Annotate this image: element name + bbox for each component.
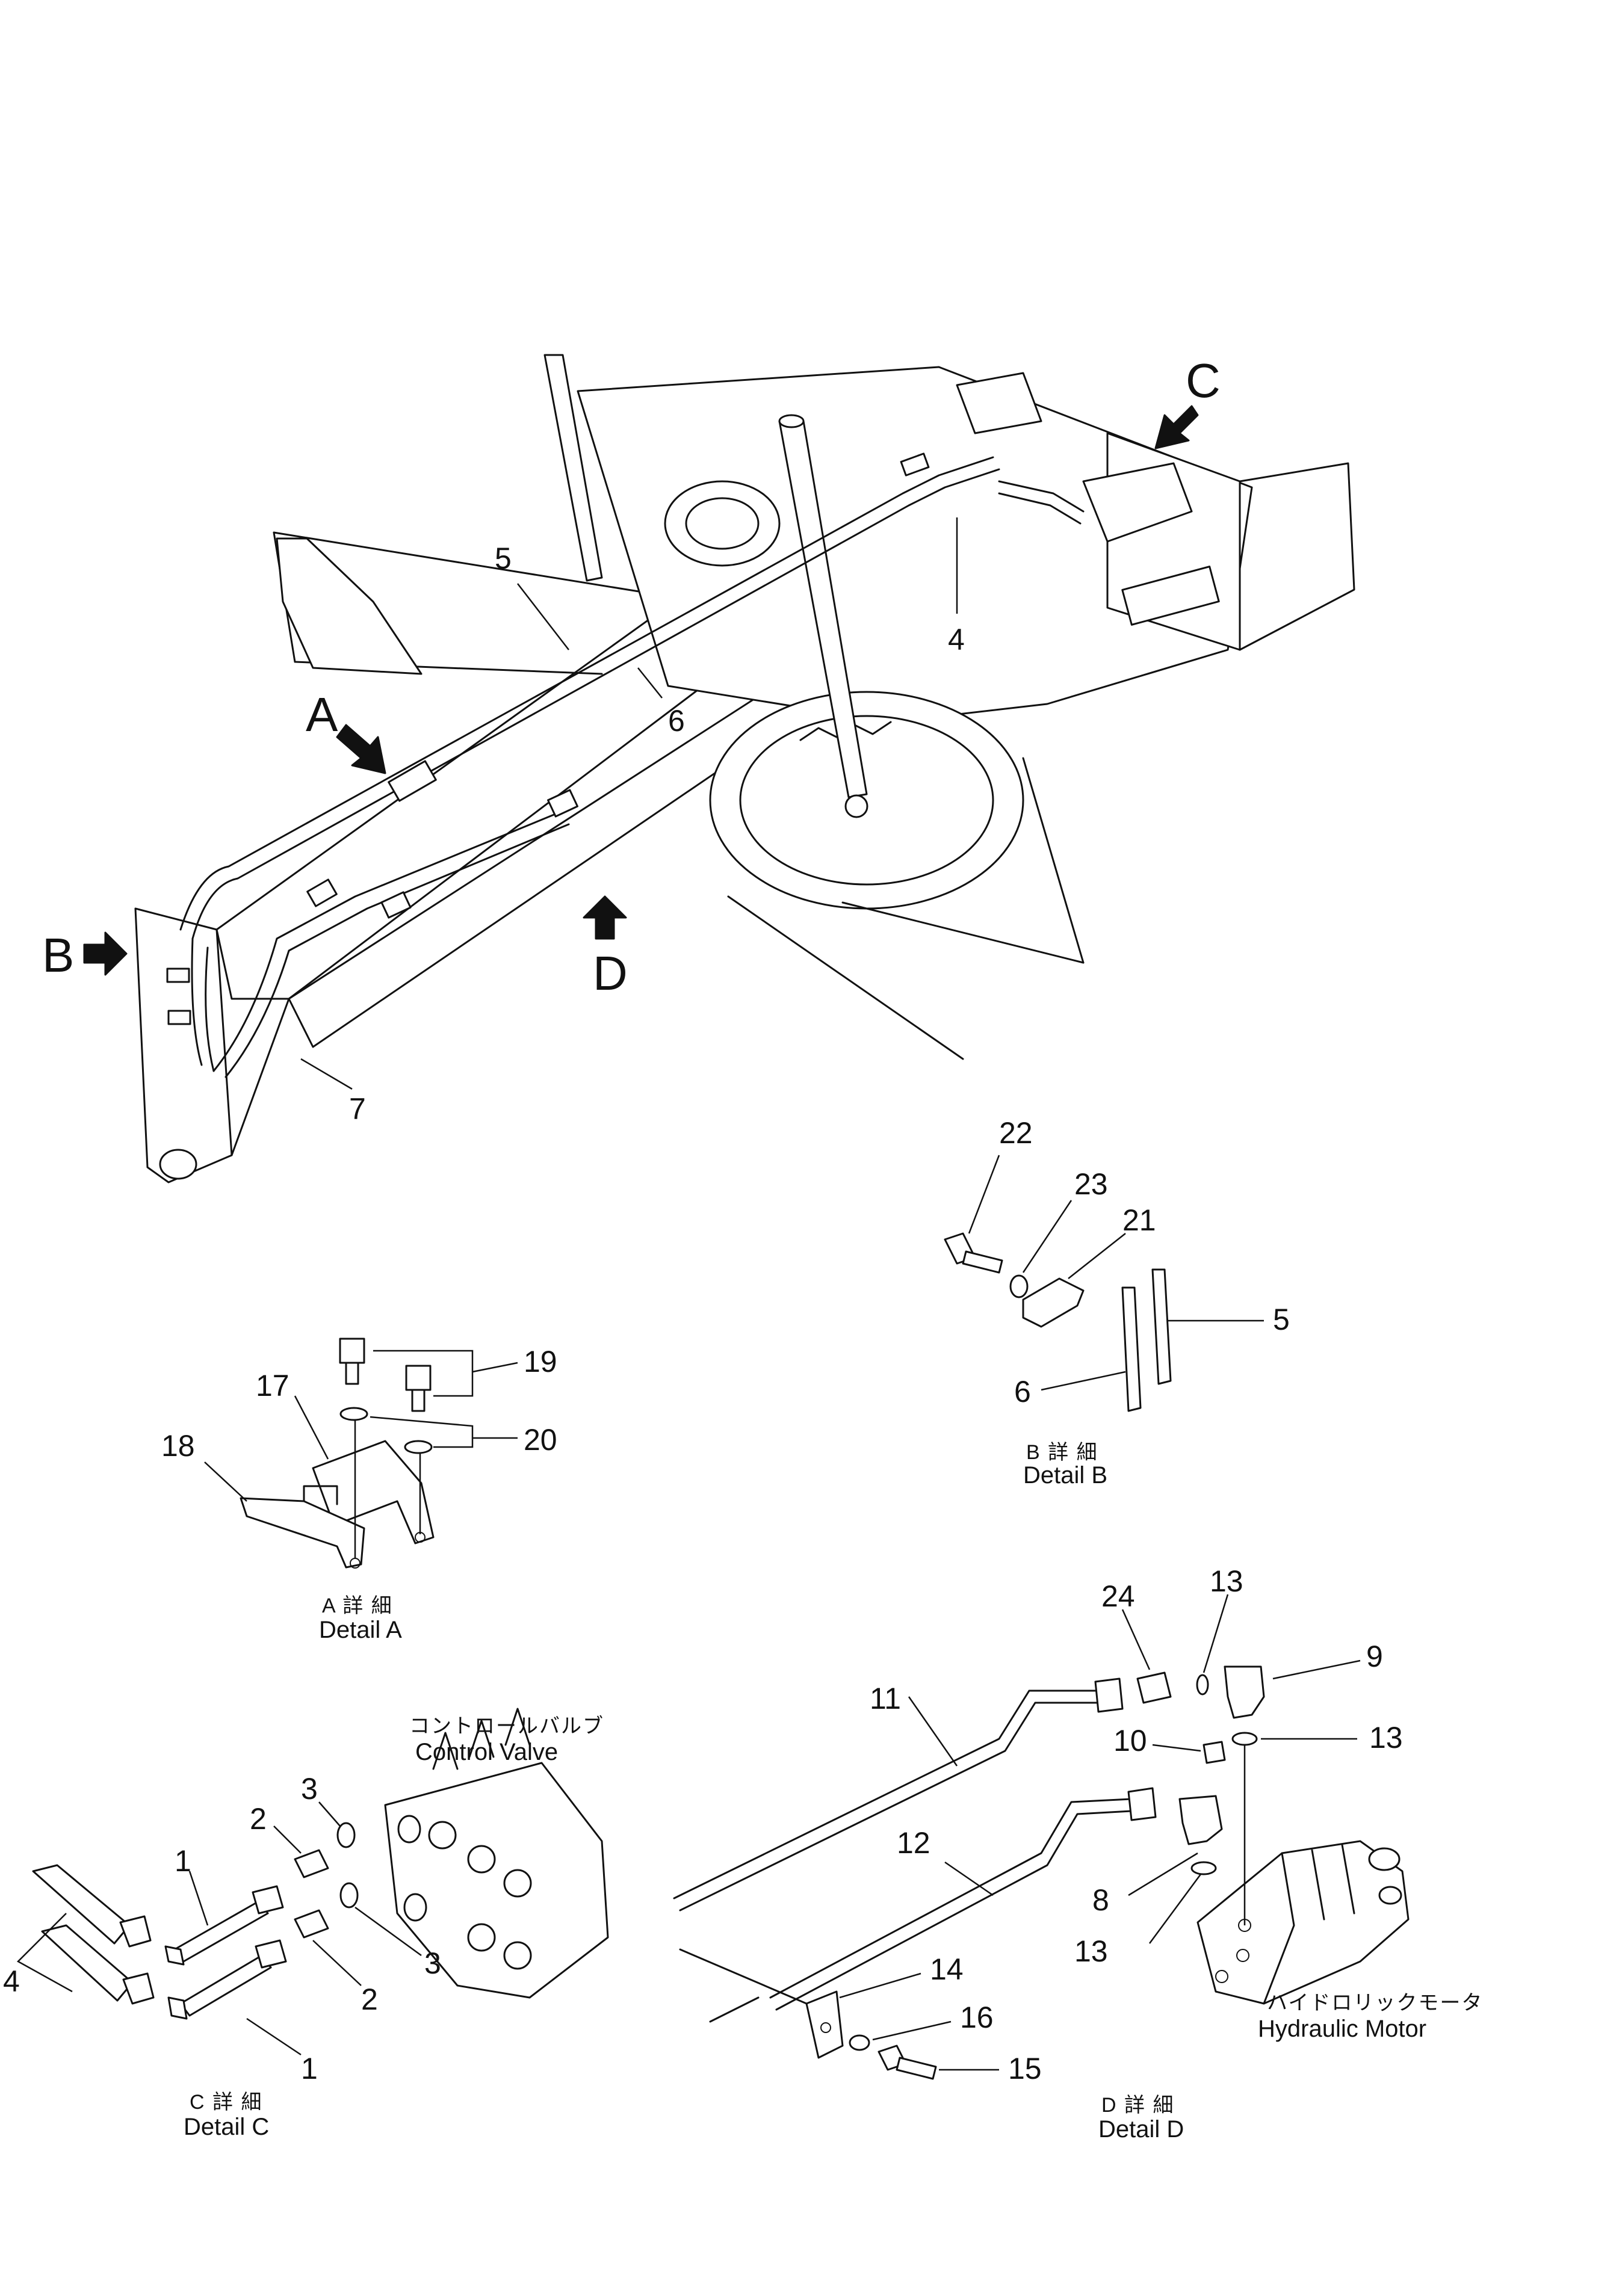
blade bbox=[276, 537, 423, 675]
callout-21: 21 bbox=[1122, 1203, 1156, 1237]
callout-5-main: 5 bbox=[495, 542, 512, 575]
hydraulic-motor-label-jp: ハイドロリックモータ bbox=[1267, 1992, 1483, 2014]
callout-8: 8 bbox=[1092, 1883, 1109, 1917]
elbow-9 bbox=[1224, 1665, 1265, 1719]
tube-12 bbox=[769, 1798, 1133, 1999]
washer-20a bbox=[339, 1407, 368, 1421]
view-label-a: A bbox=[306, 688, 338, 741]
tube-11 bbox=[673, 1690, 1103, 1899]
callout-13-bottom: 13 bbox=[1074, 1934, 1108, 1968]
o-ring-3-upper bbox=[336, 1822, 356, 1848]
o-ring-3-lower bbox=[339, 1882, 359, 1909]
view-label-c: C bbox=[1186, 354, 1221, 407]
clip-21 bbox=[1022, 1277, 1085, 1328]
callout-23: 23 bbox=[1074, 1167, 1108, 1201]
callout-7-main: 7 bbox=[349, 1092, 366, 1126]
detail-a: 19 20 17 18 A 詳 細 Detail A bbox=[161, 1338, 557, 1643]
callout-2-lower: 2 bbox=[361, 1983, 378, 2016]
hydraulic-line-6 bbox=[191, 468, 1000, 940]
control-valve bbox=[384, 1762, 609, 1999]
circle-gear bbox=[709, 691, 1024, 910]
detail-b-caption-jp: B 詳 細 bbox=[1026, 1441, 1098, 1464]
callout-12: 12 bbox=[897, 1826, 930, 1860]
detail-d-caption-jp: D 詳 細 bbox=[1101, 2094, 1174, 2117]
callout-15: 15 bbox=[1008, 2052, 1042, 2085]
control-valve-label-en: Control Valve bbox=[415, 1739, 558, 1765]
washer-20b bbox=[404, 1440, 433, 1454]
callout-1-upper: 1 bbox=[175, 1844, 191, 1878]
boom-end-plate bbox=[134, 907, 233, 1183]
left-cylinder bbox=[543, 354, 603, 582]
callout-3-upper: 3 bbox=[301, 1772, 318, 1806]
view-arrow-a bbox=[336, 724, 386, 774]
view-label-b: B bbox=[42, 928, 74, 982]
adapter-24 bbox=[1136, 1671, 1172, 1704]
hydraulic-motor bbox=[1196, 1840, 1410, 2005]
callout-4-main: 4 bbox=[948, 623, 965, 656]
detail-b-caption-en: Detail B bbox=[1023, 1462, 1107, 1489]
washer-16 bbox=[849, 2034, 870, 2051]
hydraulic-line-5 bbox=[179, 456, 994, 931]
detail-d-caption-en: Detail D bbox=[1098, 2116, 1184, 2143]
callout-17: 17 bbox=[256, 1369, 289, 1403]
callout-13-right: 13 bbox=[1369, 1721, 1403, 1754]
tube-1-lower bbox=[179, 1954, 272, 2017]
bracket-14 bbox=[805, 1990, 844, 2059]
callout-22: 22 bbox=[999, 1116, 1033, 1150]
detail-c-caption-jp: C 詳 細 bbox=[190, 2091, 262, 2114]
callout-14: 14 bbox=[930, 1952, 964, 1986]
detail-d: 11 24 13 9 10 13 12 8 13 bbox=[673, 1564, 1483, 2143]
callout-1-lower: 1 bbox=[301, 2052, 318, 2085]
callout-3-lower: 3 bbox=[424, 1946, 441, 1980]
washer-23 bbox=[1009, 1274, 1029, 1298]
adapter-2-upper bbox=[294, 1849, 329, 1878]
elbow-8 bbox=[1178, 1795, 1223, 1845]
view-label-d: D bbox=[593, 946, 628, 1000]
clamp-a bbox=[388, 760, 437, 802]
hydraulic-motor-label-en: Hydraulic Motor bbox=[1258, 2016, 1426, 2042]
fitting-10 bbox=[1203, 1741, 1226, 1764]
callout-18: 18 bbox=[161, 1429, 195, 1463]
callout-13-top: 13 bbox=[1210, 1564, 1243, 1598]
detail-b: 22 23 21 5 6 B 詳 細 Detail B bbox=[944, 1116, 1290, 1489]
detail-a-caption-jp: A 詳 細 bbox=[322, 1594, 393, 1617]
detail-a-caption-en: Detail A bbox=[319, 1617, 402, 1643]
callout-11: 11 bbox=[870, 1682, 901, 1715]
callout-4-detail-c: 4 bbox=[3, 1964, 20, 1998]
callout-6-detail-b: 6 bbox=[1014, 1375, 1031, 1409]
adapter-2-lower bbox=[294, 1909, 329, 1939]
tube-1-upper bbox=[173, 1900, 269, 1963]
plate-18 bbox=[240, 1497, 365, 1569]
bracket-tab bbox=[1121, 566, 1220, 626]
bolt-19b bbox=[405, 1365, 432, 1391]
callout-9: 9 bbox=[1366, 1640, 1383, 1673]
callout-19: 19 bbox=[524, 1345, 557, 1378]
view-arrow-c bbox=[1154, 405, 1199, 449]
view-arrow-b bbox=[83, 931, 128, 976]
o-ring-13-top bbox=[1196, 1674, 1209, 1696]
control-valve-main bbox=[1082, 462, 1193, 543]
view-arrow-d bbox=[583, 895, 627, 940]
line-5-detail-b bbox=[1151, 1268, 1172, 1385]
swing-housing bbox=[664, 480, 781, 567]
line-6-detail-b bbox=[1121, 1286, 1142, 1412]
detail-c-caption-en: Detail C bbox=[184, 2114, 269, 2140]
callout-16: 16 bbox=[960, 2001, 994, 2034]
detail-c: コントロールバルブ Control Valve 3 3 2 2 1 1 4 bbox=[3, 1708, 609, 2140]
o-ring-13-bottom bbox=[1190, 1861, 1217, 1875]
callout-5-detail-b: 5 bbox=[1273, 1303, 1290, 1336]
callout-10: 10 bbox=[1113, 1724, 1147, 1757]
o-ring-13-right bbox=[1231, 1732, 1258, 1746]
callout-2-upper: 2 bbox=[250, 1802, 267, 1836]
callout-20: 20 bbox=[524, 1423, 557, 1457]
callout-24: 24 bbox=[1101, 1579, 1135, 1613]
control-valve-label-jp: コントロールバルブ bbox=[409, 1715, 604, 1738]
callout-6-main: 6 bbox=[668, 704, 685, 738]
bolt-19a bbox=[339, 1338, 365, 1364]
main-assembly-view: A B C D 4 5 6 7 bbox=[42, 354, 1355, 1183]
pivot-boss bbox=[159, 1149, 197, 1180]
